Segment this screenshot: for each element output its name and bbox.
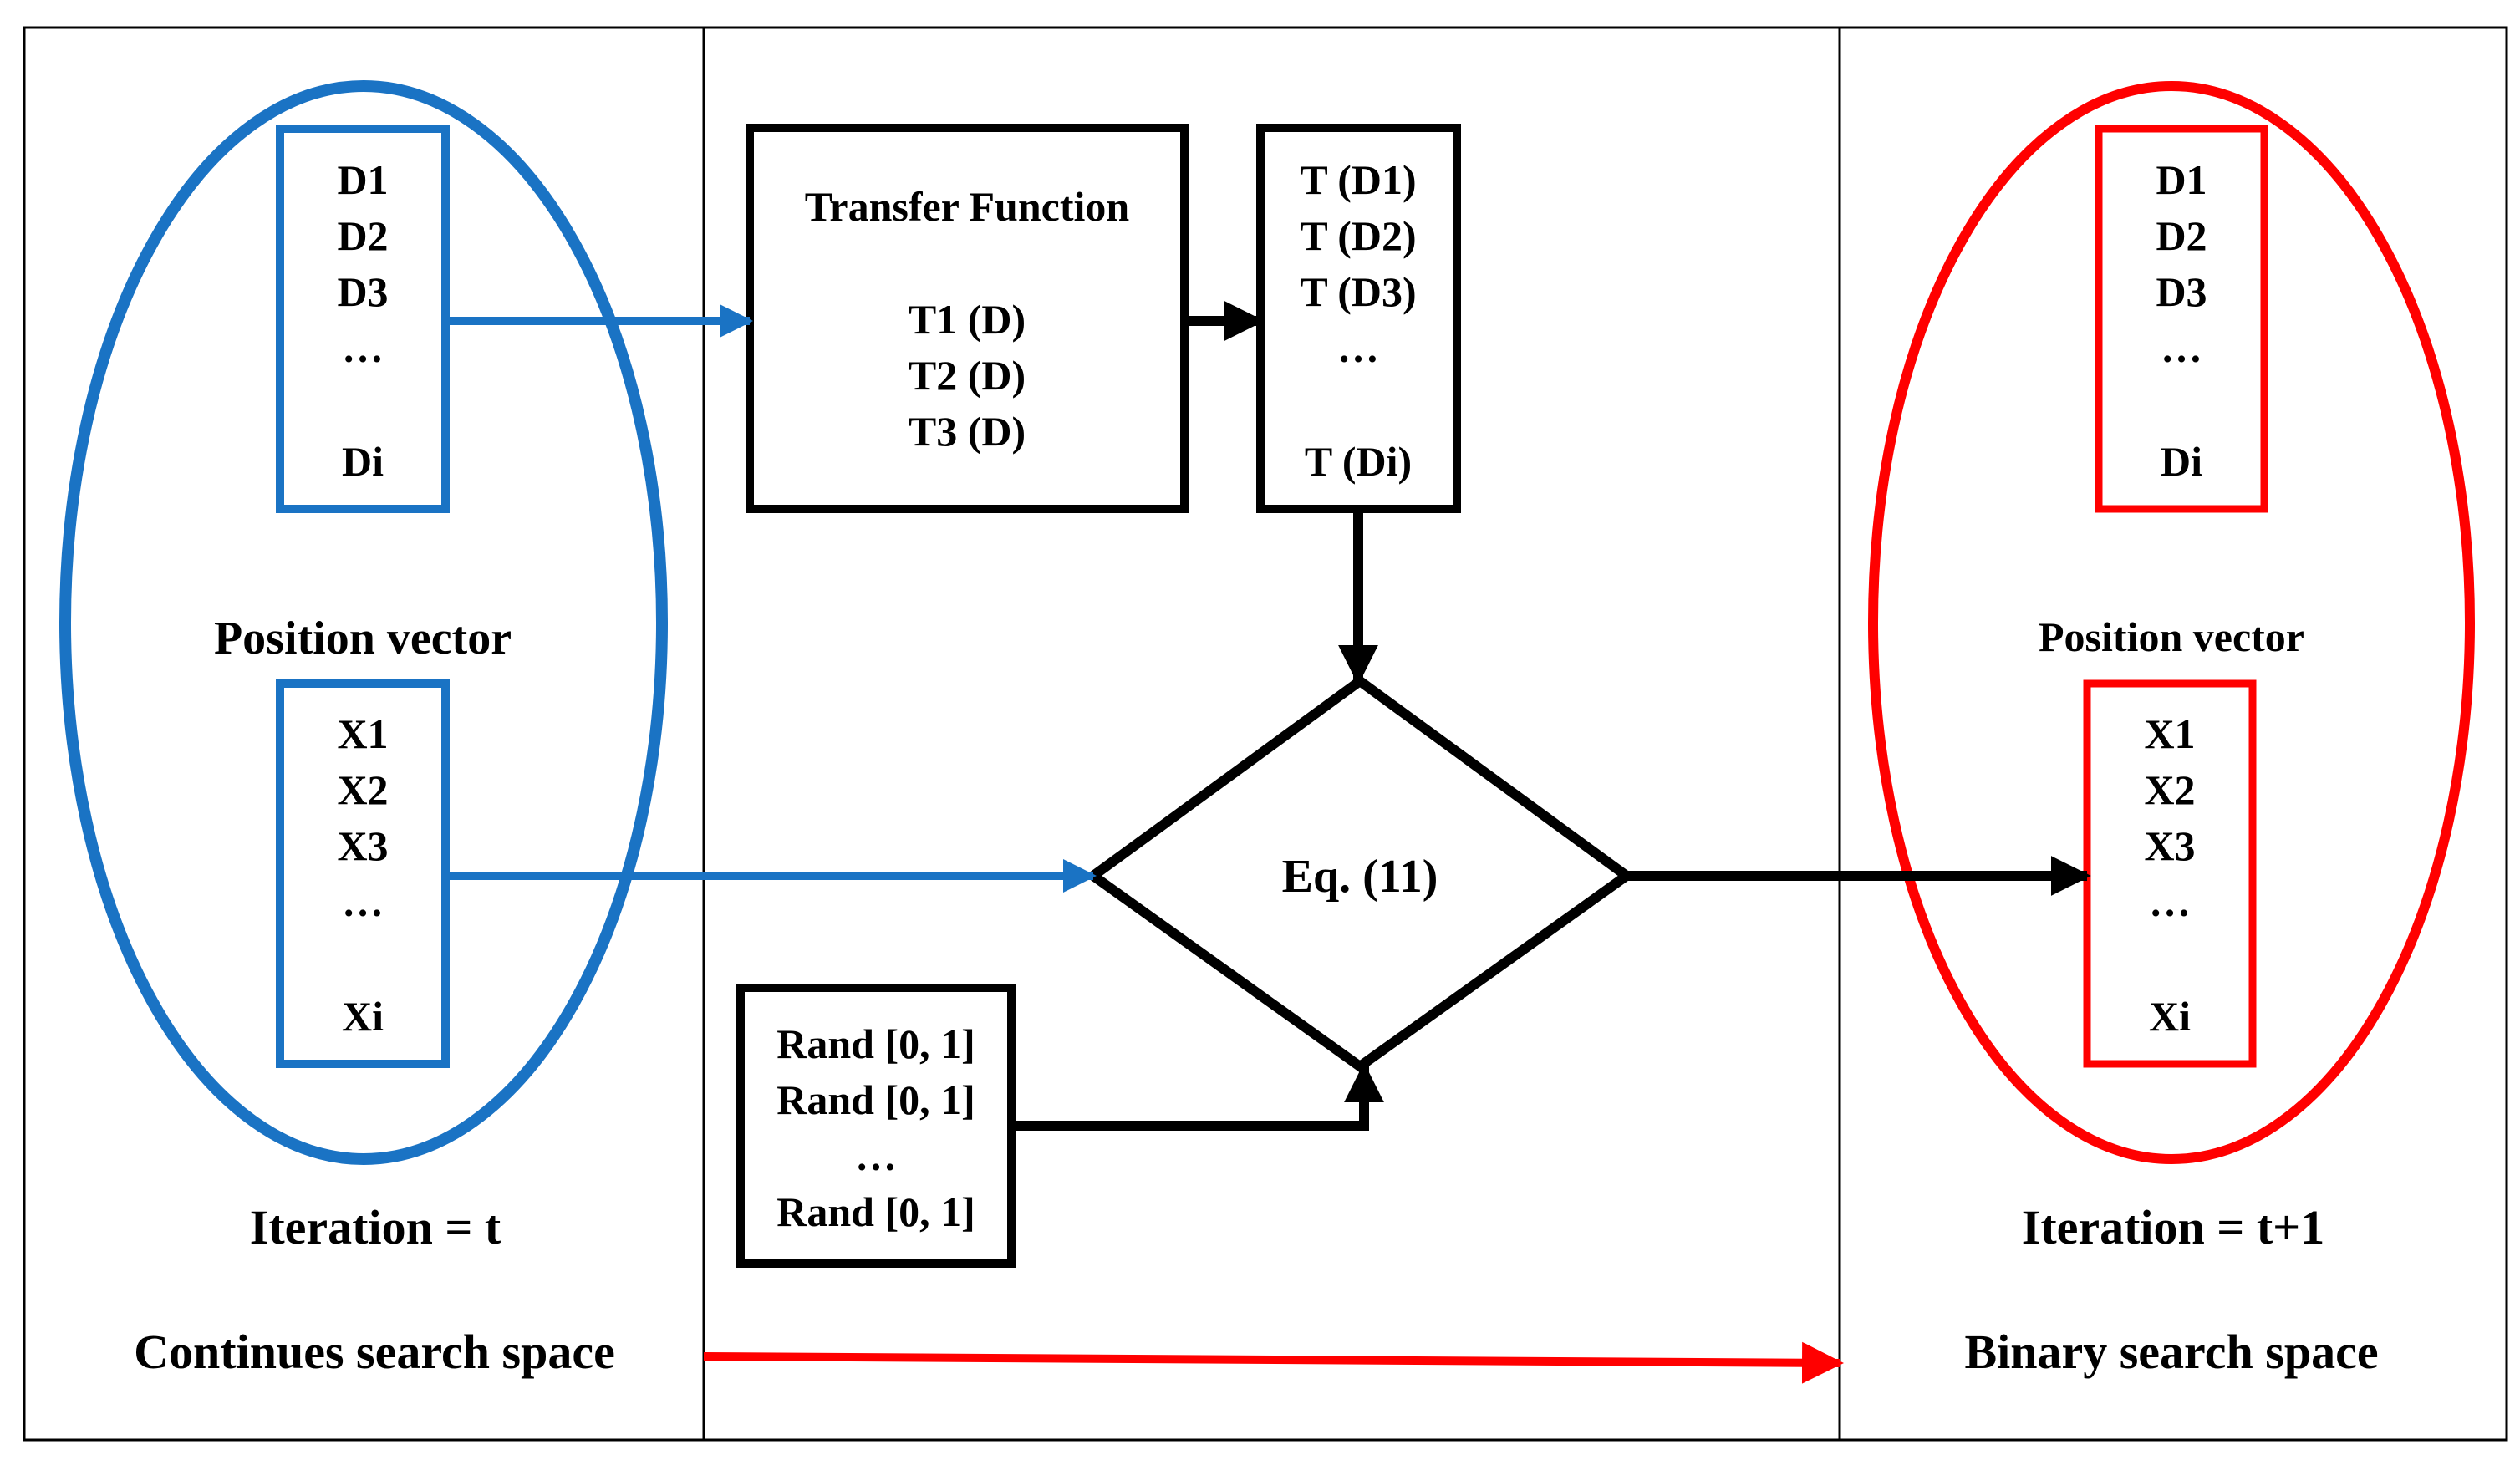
transfer-t3: T3 (D) (909, 408, 1026, 455)
random-2: Rand [0, 1] (776, 1076, 975, 1123)
equation-label: Eq. (11) (1282, 851, 1438, 903)
arrow-random-to-equation (1011, 1062, 1384, 1131)
right-d3: D3 (2156, 268, 2207, 315)
right-iteration-label: Iteration = t+1 (2022, 1200, 2324, 1254)
right-d1: D1 (2156, 156, 2207, 203)
left-d3: D3 (337, 268, 388, 315)
binary-ellipse (1868, 81, 2475, 1164)
left-position-vector-label: Position vector (214, 613, 512, 664)
middle-panel: Transfer Function T1 (D) T2 (D) T3 (D) T… (736, 124, 1636, 1268)
transferred-ellipsis: … (1337, 324, 1379, 371)
random-4: Rand [0, 1] (776, 1188, 975, 1235)
right-x-ellipsis: … (2149, 878, 2191, 925)
right-x1: X1 (2144, 710, 2195, 757)
transfer-function-title: Transfer Function (805, 183, 1130, 230)
right-space-label: Binary search space (1964, 1325, 2378, 1379)
random-ellipsis: … (855, 1132, 897, 1179)
left-d2: D2 (337, 212, 388, 259)
right-x2: X2 (2144, 766, 2195, 813)
left-x3: X3 (337, 822, 388, 869)
transfer-t2: T2 (D) (909, 352, 1026, 399)
right-xi: Xi (2149, 993, 2191, 1040)
right-d2: D2 (2156, 212, 2207, 259)
left-iteration-label: Iteration = t (250, 1200, 501, 1254)
left-xi: Xi (342, 993, 384, 1040)
right-panel: D1 D2 D3 … Di Position vector X1 X2 X3 …… (1868, 81, 2475, 1379)
left-panel: D1 D2 D3 … Di Position vector X1 X2 X3 …… (59, 80, 668, 1379)
arrow-continuous-to-binary-space (703, 1341, 1844, 1384)
right-position-vector-label: Position vector (2039, 613, 2304, 660)
left-x1: X1 (337, 710, 388, 757)
right-di: Di (2161, 438, 2202, 485)
left-di: Di (342, 438, 384, 485)
continuous-ellipse (59, 80, 668, 1165)
right-d-ellipsis: … (2161, 324, 2202, 371)
left-d1: D1 (337, 156, 388, 203)
random-1: Rand [0, 1] (776, 1020, 975, 1067)
left-x2: X2 (337, 766, 388, 813)
transferred-td2: T (D2) (1300, 212, 1416, 259)
transferred-td3: T (D3) (1300, 268, 1416, 315)
transferred-tdi: T (Di) (1305, 438, 1412, 485)
left-x-ellipsis: … (342, 878, 384, 925)
outer-frame (23, 26, 2508, 1442)
transferred-td1: T (D1) (1300, 156, 1416, 203)
left-d-ellipsis: … (342, 324, 384, 371)
transfer-t1: T1 (D) (909, 296, 1026, 343)
left-space-label: Continues search space (134, 1325, 615, 1379)
right-d-vector-box (2095, 125, 2268, 513)
right-x3: X3 (2144, 822, 2195, 869)
